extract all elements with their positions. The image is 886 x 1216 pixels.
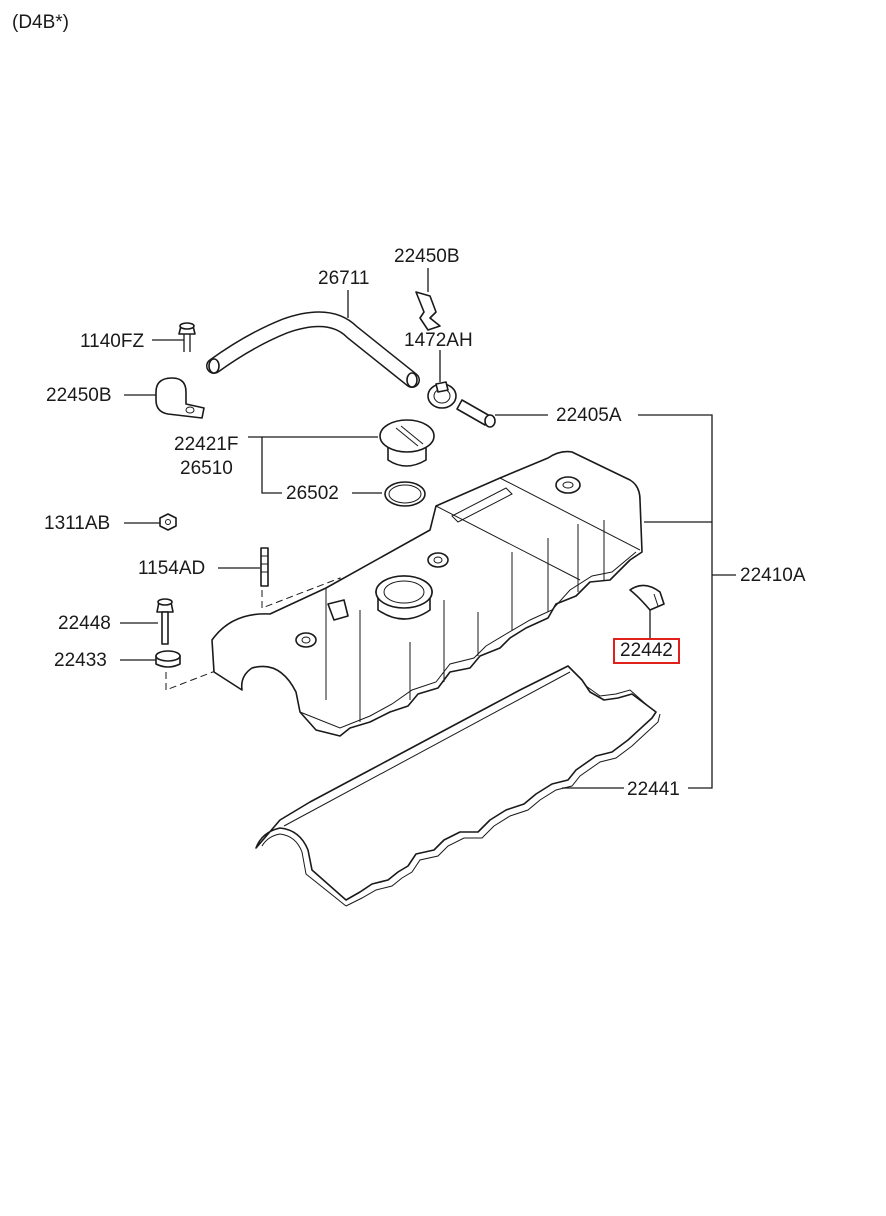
gasket-22441 (255, 665, 661, 907)
clip-22450B-top (415, 291, 441, 331)
part-label-22450B-left[interactable]: 22450B (46, 385, 112, 406)
part-label-1154AD[interactable]: 1154AD (138, 558, 206, 579)
bolt-1140FZ (178, 322, 196, 352)
rocker-cover (211, 450, 643, 737)
part-label-1311AB[interactable]: 1311AB (44, 513, 111, 534)
assembly-lines (165, 577, 341, 691)
washer-22433 (155, 650, 181, 668)
part-label-1140FZ[interactable]: 1140FZ (80, 331, 145, 352)
leader-lines (120, 268, 736, 789)
part-label-22410A[interactable]: 22410A (740, 565, 806, 586)
part-label-22441[interactable]: 22441 (627, 779, 680, 800)
leader-22421F-bracket (248, 436, 282, 494)
part-label-22450B-top[interactable]: 22450B (394, 246, 460, 267)
engine-variant-header: (D4B*) (12, 12, 70, 33)
part-label-22448[interactable]: 22448 (58, 613, 111, 634)
o-ring (384, 481, 426, 507)
part-label-22442-highlighted[interactable]: 22442 (613, 638, 680, 664)
leader-22410A-bracket (638, 414, 713, 789)
nipple (456, 399, 496, 428)
clamp-22450B-left (155, 377, 205, 419)
seal-22442 (629, 584, 665, 611)
nut-1311AB (159, 513, 177, 531)
part-label-1472AH[interactable]: 1472AH (404, 330, 473, 351)
part-label-22433[interactable]: 22433 (54, 650, 107, 671)
part-label-22405A[interactable]: 22405A (556, 405, 622, 426)
oil-filler-cap (379, 419, 435, 467)
part-label-26510[interactable]: 26510 (180, 458, 233, 479)
hose-clamp (427, 381, 457, 409)
stud-1154AD (260, 547, 269, 587)
bolt-22448 (156, 598, 174, 645)
breather-hose (206, 311, 420, 388)
part-label-26502[interactable]: 26502 (286, 483, 339, 504)
part-label-22421F[interactable]: 22421F (174, 434, 239, 455)
part-label-26711[interactable]: 26711 (318, 268, 370, 289)
